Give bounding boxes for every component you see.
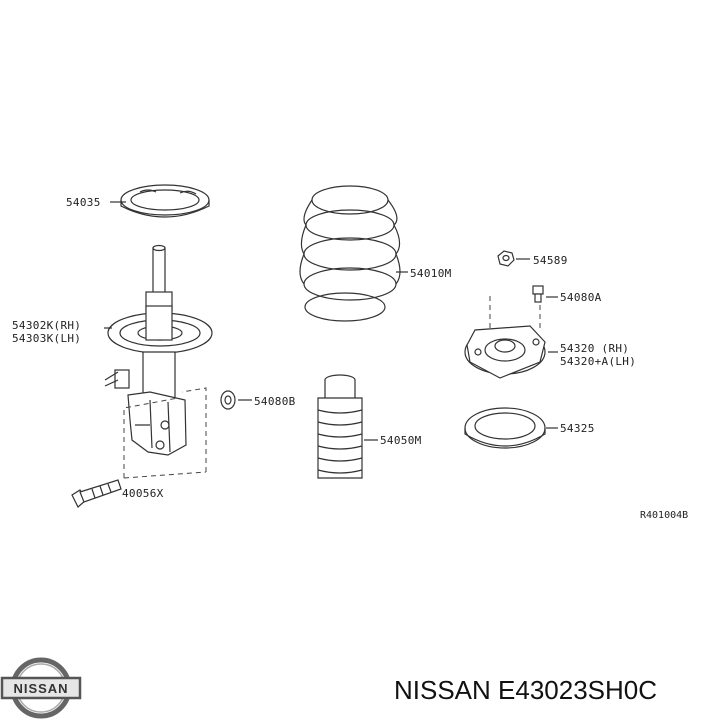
label-40056x: 40056X xyxy=(122,487,164,500)
bearing-drawing xyxy=(464,407,558,449)
coil-spring-drawing xyxy=(299,185,408,322)
label-54303k-lh: 54303K(LH) xyxy=(12,332,81,345)
nissan-logo: NISSAN xyxy=(0,657,82,719)
label-54302k-rh: 54302K(RH) xyxy=(12,319,81,332)
label-54320a-lh: 54320+A(LH) xyxy=(560,355,636,368)
label-54320-rh: 54320 (RH) xyxy=(560,342,629,355)
part-number-title: NISSAN E43023SH0C xyxy=(394,675,657,705)
label-54050m: 54050M xyxy=(380,434,422,447)
nut-54589-drawing xyxy=(497,250,530,267)
label-54325: 54325 xyxy=(560,422,595,435)
logo-text: NISSAN xyxy=(13,681,68,696)
reference-code: R401004B xyxy=(640,510,688,521)
dust-boot-drawing xyxy=(317,374,378,479)
label-54589: 54589 xyxy=(533,254,568,267)
strut-assembly-drawing xyxy=(104,244,213,479)
bushing-54080b-drawing xyxy=(220,390,252,410)
strut-mount-drawing xyxy=(464,296,558,379)
label-54080b: 54080B xyxy=(254,395,296,408)
label-54080a: 54080A xyxy=(560,291,602,304)
label-54035: 54035 xyxy=(66,196,101,209)
label-54010m: 54010M xyxy=(410,267,452,280)
spring-seat-drawing xyxy=(110,184,210,218)
bolt-40056x-drawing xyxy=(71,479,122,508)
bolt-54080a-drawing xyxy=(532,285,558,303)
